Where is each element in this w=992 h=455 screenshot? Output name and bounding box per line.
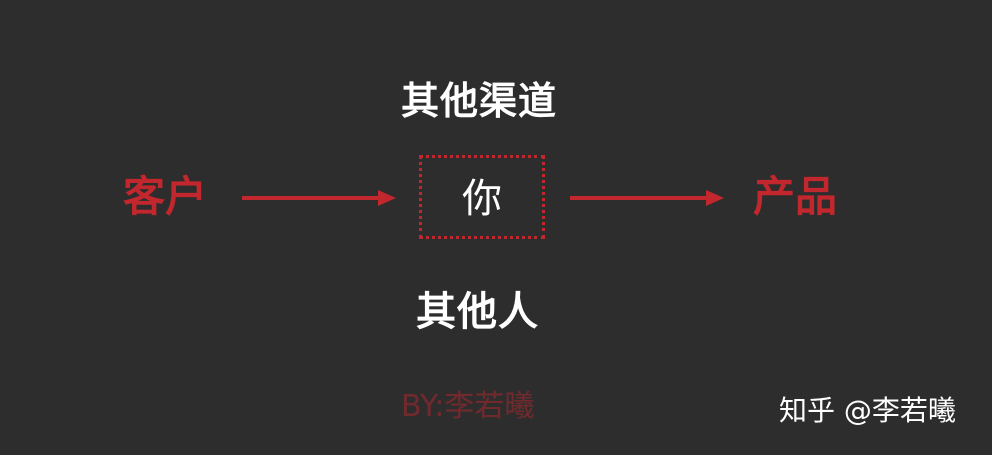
right-arrow-icon	[570, 190, 724, 206]
right-label-product: 产品	[753, 172, 838, 221]
platform-credit: 知乎 @李若曦	[779, 394, 956, 427]
center-label-you: 你	[462, 176, 502, 222]
top-label-other-channels: 其他渠道	[401, 79, 558, 123]
left-arrow-icon	[242, 190, 396, 206]
left-arrow-head	[378, 190, 396, 206]
center-dotted-box: 你	[419, 155, 545, 239]
author-watermark: BY:李若曦	[401, 389, 535, 424]
left-label-customer: 客户	[123, 172, 208, 221]
bottom-label-other-people: 其他人	[416, 289, 539, 335]
right-arrow-head	[706, 190, 724, 206]
